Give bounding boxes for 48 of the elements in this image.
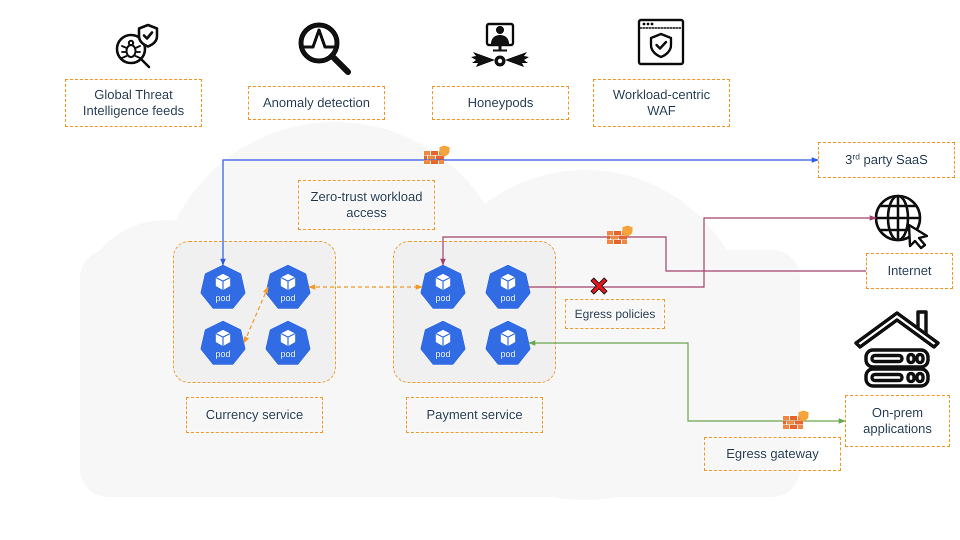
connector-arrow: [528, 340, 846, 424]
connector-arrow: [220, 157, 819, 266]
dashed-label-frame: [593, 79, 730, 127]
pod-label: pod: [280, 349, 296, 359]
dashed-label-frame: [866, 253, 953, 289]
pod-heptagon: [485, 264, 531, 310]
feature-label: Egress policies: [574, 306, 656, 322]
feature-label: Global Threat Intelligence feeds: [82, 87, 186, 119]
pod-heptagon: [420, 264, 466, 310]
feature-label: On-prem applications: [862, 405, 933, 437]
pod-heptagon: [420, 320, 466, 366]
feature-label: Internet: [887, 263, 932, 279]
pod-label: pod: [215, 293, 231, 303]
pod-heptagon: [265, 264, 311, 310]
pod-label: pod: [500, 293, 516, 303]
feature-label: Currency service: [206, 407, 304, 423]
dashed-label-frame: [65, 79, 202, 127]
connector-arrow: [243, 286, 269, 344]
service-group-panel: [173, 241, 336, 383]
dashed-label-frame: [298, 180, 435, 230]
dashed-label-frame: [248, 86, 385, 120]
pod-label: pod: [280, 293, 296, 303]
dashed-label-frame: [406, 397, 543, 433]
pod-heptagon: [200, 320, 246, 366]
feature-label: Payment service: [426, 407, 523, 423]
feature-label: Egress gateway: [726, 446, 819, 462]
dashed-label-frame: [565, 299, 665, 329]
service-group-panel: [393, 241, 556, 383]
dashed-label-frame: [432, 86, 569, 120]
dashed-label-frame: [704, 437, 841, 471]
dashed-label-frame: [818, 142, 955, 178]
connector-arrow: [529, 215, 877, 288]
pod-label: pod: [500, 349, 516, 359]
feature-label: Anomaly detection: [263, 95, 370, 111]
pod-heptagon: [200, 264, 246, 310]
pod-label: pod: [435, 293, 451, 303]
connector-arrow: [440, 236, 866, 272]
dashed-label-frame: [186, 397, 323, 433]
feature-label: Zero-trust workload access: [310, 189, 424, 221]
feature-label: Honeypods: [468, 95, 534, 111]
pod-label: pod: [215, 349, 231, 359]
pod-heptagon: [485, 320, 531, 366]
connector-arrow: [308, 284, 423, 290]
pod-heptagon: [265, 320, 311, 366]
dashed-label-frame: [845, 395, 950, 447]
pod-label: pod: [435, 349, 451, 359]
feature-label: Workload-centric WAF: [612, 87, 712, 119]
feature-label: 3$^{rd}$ party SaaS: [845, 152, 928, 168]
